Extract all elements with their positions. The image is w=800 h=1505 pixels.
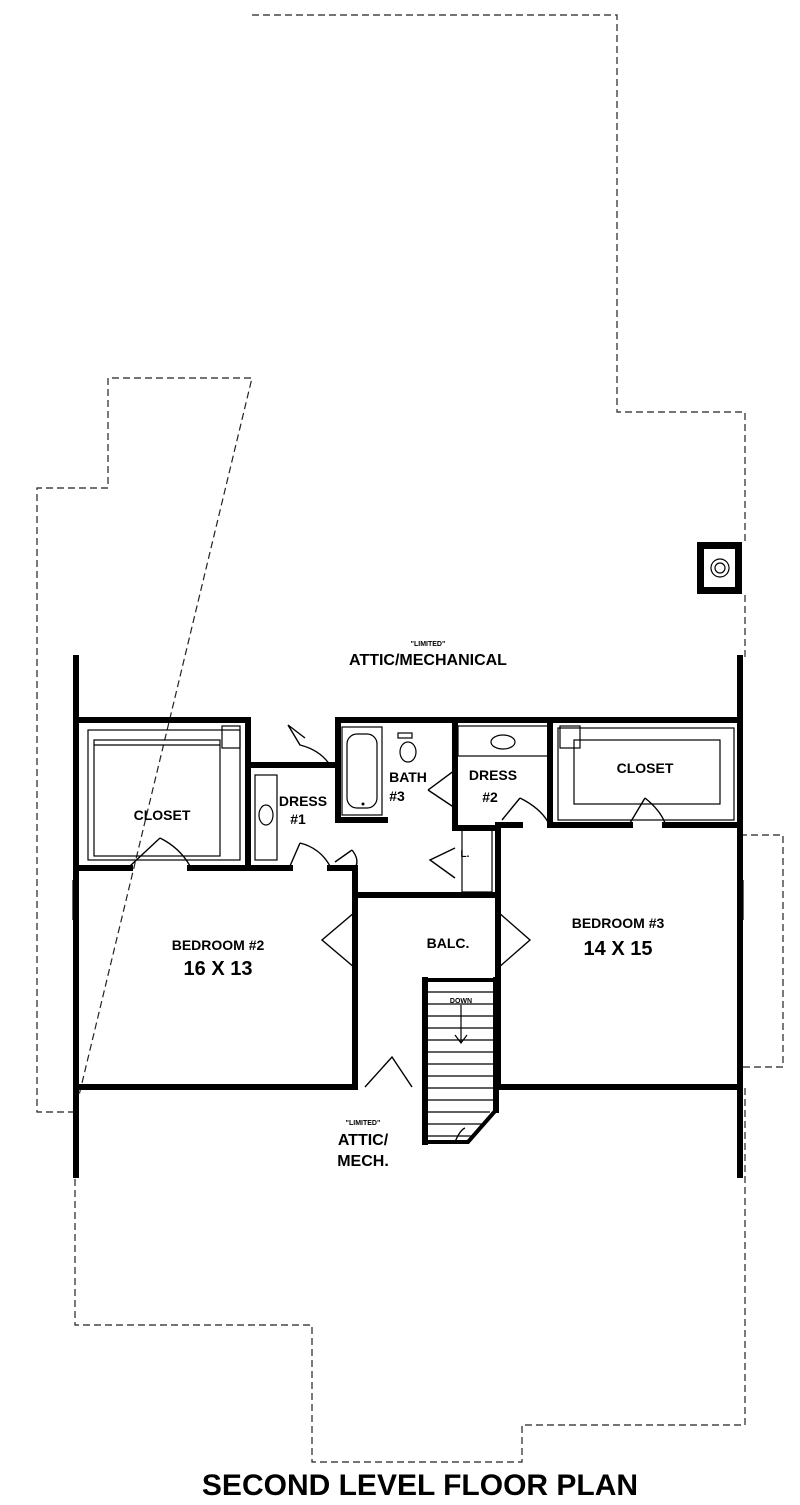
attic-bottom-label-line2: MECH.	[337, 1153, 389, 1170]
linen-closet	[461, 829, 493, 893]
attic-bottom-label-line1: ATTIC/	[338, 1132, 389, 1149]
closet-right-label: CLOSET	[617, 760, 674, 776]
bedroom3-size: 14 X 15	[584, 938, 653, 960]
dress1-fixtures	[254, 774, 278, 861]
closet-right-shelving	[557, 725, 735, 821]
page-title: SECOND LEVEL FLOOR PLAN	[202, 1469, 638, 1502]
door-swings	[129, 724, 666, 1143]
bathtub-icon	[341, 726, 383, 816]
chimney-icon	[697, 542, 742, 594]
dress2-label-line2: #2	[482, 789, 498, 805]
attic-top-label: ATTIC/MECHANICAL	[349, 652, 507, 669]
attic-top-qualifier: "LIMITED"	[411, 641, 446, 648]
closet-left-label: CLOSET	[134, 807, 191, 823]
balcony-label: BALC.	[427, 935, 470, 951]
bath3-label-line1: BATH	[389, 769, 427, 785]
dress1-label-line2: #1	[290, 811, 306, 827]
stair-arrow-icon	[454, 1005, 468, 1044]
bath3-label-line2: #3	[389, 788, 405, 804]
stair	[422, 977, 499, 1145]
dress1-label-line1: DRESS	[279, 793, 327, 809]
dress2-label-line1: DRESS	[469, 767, 517, 783]
stair-down-label: DOWN	[450, 998, 472, 1005]
bedroom2-name: BEDROOM #2	[172, 937, 265, 953]
sink-icon	[457, 725, 549, 757]
toilet-icon	[397, 732, 417, 763]
linen-label: L.	[461, 849, 470, 860]
attic-bottom-qualifier: "LIMITED"	[346, 1120, 381, 1127]
closet-left-shelving	[87, 725, 241, 861]
bedroom2-size: 16 X 13	[184, 958, 253, 980]
attic-outline	[36, 14, 746, 1463]
bay-outline	[740, 834, 784, 1068]
upper-walls	[73, 717, 743, 898]
bedroom3-name: BEDROOM #3	[572, 915, 665, 931]
